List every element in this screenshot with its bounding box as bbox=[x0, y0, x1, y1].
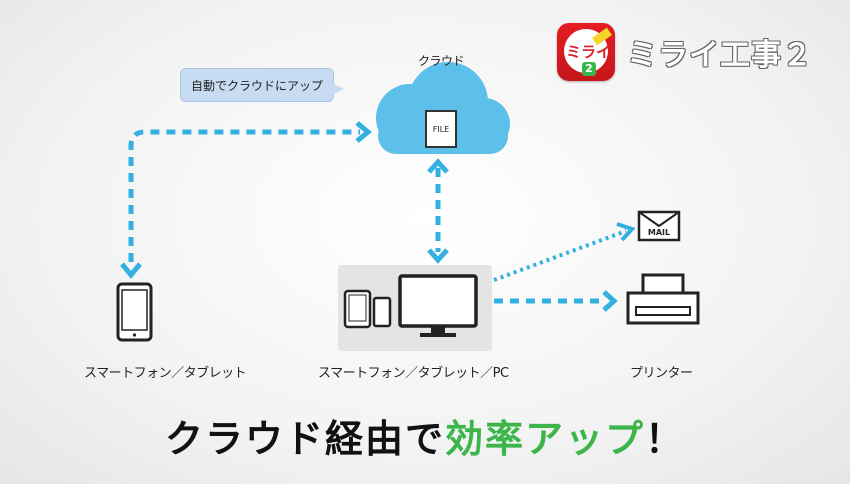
app-icon-text: ミライ bbox=[566, 43, 612, 61]
upload-route-arrow bbox=[120, 121, 372, 279]
headline-part3: ！ bbox=[645, 417, 686, 461]
left-device-label: スマートフォン／タブレット bbox=[84, 366, 247, 381]
mail-label: MAIL bbox=[648, 228, 670, 237]
file-label: FILE bbox=[433, 125, 449, 134]
callout-tail bbox=[330, 82, 344, 96]
headline: クラウド経由で効率アップ！ bbox=[0, 408, 850, 463]
small-phone-icon bbox=[372, 296, 392, 328]
cloud-label: クラウド bbox=[418, 54, 465, 68]
sync-arrow bbox=[427, 158, 449, 264]
auto-upload-callout: 自動でクラウドにアップ bbox=[180, 68, 334, 102]
printer-label: プリンター bbox=[630, 366, 693, 381]
file-icon: FILE bbox=[425, 110, 457, 148]
printer-icon bbox=[626, 273, 700, 325]
monitor-icon bbox=[398, 274, 478, 337]
mail-icon: MAIL bbox=[637, 210, 681, 242]
center-device-label: スマートフォン／タブレット／PC bbox=[318, 366, 509, 381]
headline-part1: クラウド経由で bbox=[164, 417, 445, 461]
app-icon-badge: 2 bbox=[582, 62, 596, 76]
mail-arrow bbox=[493, 222, 636, 282]
print-arrow bbox=[494, 290, 618, 312]
headline-highlight: 効率アップ bbox=[444, 417, 645, 461]
smartphone-icon bbox=[116, 282, 153, 342]
brand-name: ミライ工事２ bbox=[627, 38, 813, 73]
app-logo-icon: ミライ 2 bbox=[557, 23, 615, 81]
callout-text: 自動でクラウドにアップ bbox=[190, 78, 323, 93]
tablet-icon bbox=[343, 289, 372, 329]
